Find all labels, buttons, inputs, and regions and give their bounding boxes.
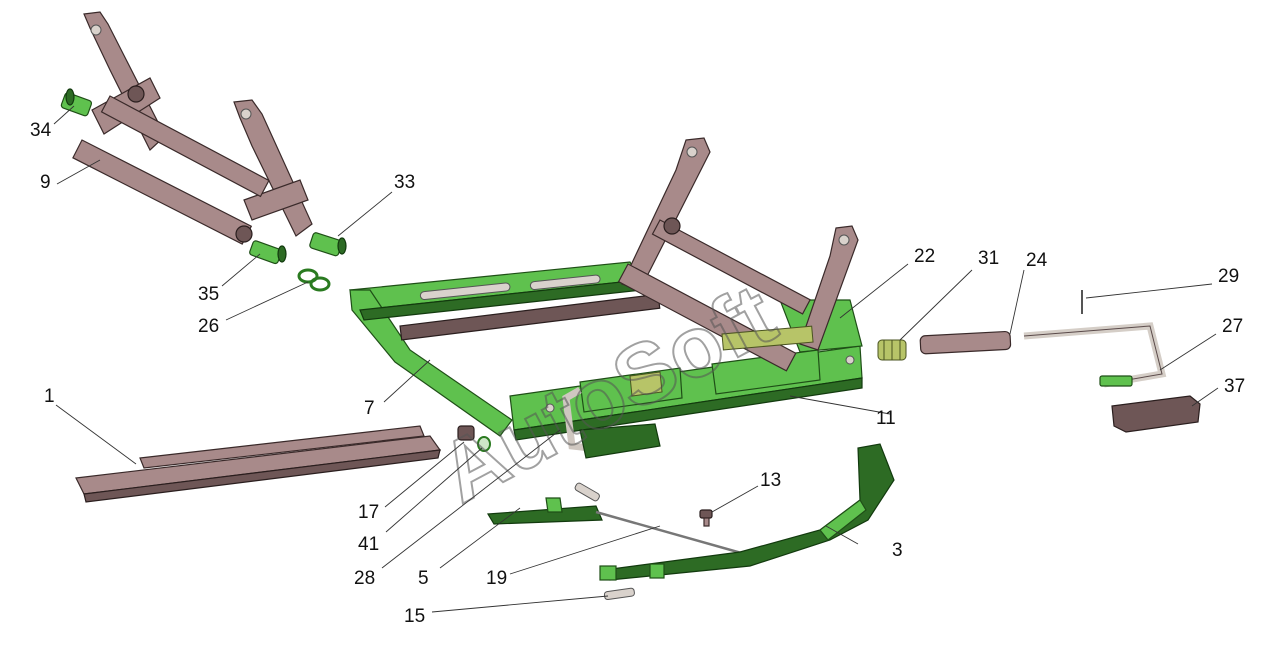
callout-28: 28	[354, 568, 375, 589]
callout-34: 34	[30, 120, 52, 141]
callout-19: 19	[486, 568, 507, 589]
seat-back-hinge-brackets	[617, 137, 859, 372]
part-27-bent-rod	[1023, 322, 1167, 388]
callout-7: 7	[364, 398, 375, 419]
callout-29: 29	[1218, 266, 1239, 287]
part-1-rail	[75, 425, 442, 503]
callout-labels: 1 3 5 7 9 11 13 15 17 19 22 24 26 27 28 …	[30, 120, 1245, 627]
callout-1: 1	[44, 386, 55, 407]
part-15-spring	[603, 587, 635, 601]
leader-lines	[53, 105, 1219, 613]
part-22-spring	[877, 339, 907, 361]
part-35-pin	[249, 240, 287, 265]
part-34-pin	[60, 88, 93, 117]
callout-5: 5	[418, 568, 429, 589]
part-5-lever-plate	[486, 497, 603, 525]
callout-26: 26	[198, 316, 219, 337]
callout-33: 33	[394, 172, 415, 193]
part-33-pin	[309, 232, 347, 257]
part-17-bushing	[457, 425, 475, 441]
callout-22: 22	[914, 246, 935, 267]
callout-41: 41	[358, 534, 379, 555]
part-13-bolt	[699, 509, 713, 527]
callout-13: 13	[760, 470, 781, 491]
callout-15: 15	[404, 606, 425, 627]
callout-9: 9	[40, 172, 51, 193]
callout-11: 11	[876, 408, 896, 429]
part-9-hinge-bracket	[72, 11, 313, 245]
callout-37: 37	[1224, 376, 1245, 397]
part-3-lever	[599, 443, 895, 581]
part-37-grip	[1111, 395, 1201, 433]
part-24-tube	[919, 330, 1012, 355]
callout-17: 17	[358, 502, 379, 523]
callout-24: 24	[1026, 250, 1048, 271]
part-26-retaining-rings	[297, 268, 331, 292]
part-28-lever	[562, 386, 661, 459]
callout-35: 35	[198, 284, 219, 305]
part-41-washer	[477, 436, 491, 452]
callout-31: 31	[978, 248, 999, 269]
callout-3: 3	[892, 540, 903, 561]
part-19-rod	[574, 482, 753, 558]
callout-27: 27	[1222, 316, 1243, 337]
